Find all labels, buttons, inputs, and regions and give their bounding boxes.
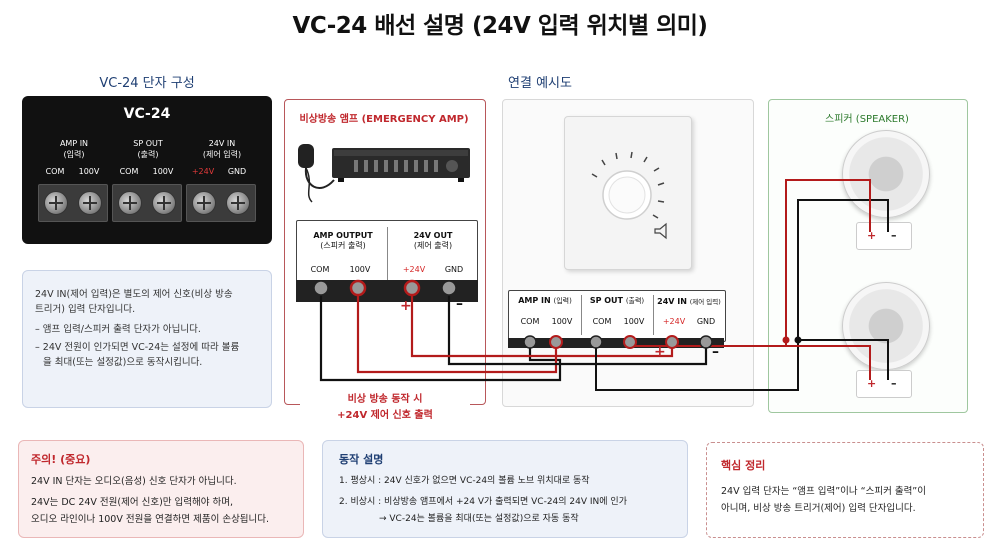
- caution-text: 24V IN 단자는 오디오(음성) 신호 단자가 아닙니다. 24V는 DC …: [31, 476, 270, 525]
- control-input-info-box: 24V IN(제어 입력)은 별도의 제어 신호(비상 방송 트리거) 입력 단…: [22, 270, 272, 408]
- speaker-2-plus: +: [867, 377, 877, 390]
- amp-in-com-label: COM: [45, 167, 65, 176]
- speaker-1-minus: –: [891, 229, 897, 242]
- speaker-2-terminal: + –: [856, 370, 912, 398]
- vc-plus24v-label: +24V: [662, 317, 686, 326]
- 24v-gnd-label: GND: [227, 167, 247, 176]
- speaker-icon: [842, 130, 930, 218]
- 24v-in-terminal-block: [186, 184, 256, 222]
- sp-out-label: SP OUT(출력): [133, 139, 163, 159]
- vc-gnd-label: GND: [696, 317, 716, 326]
- 24v-in-label: 24V IN(제어 입력): [202, 139, 242, 159]
- vc-24v-in-label: 24V IN (제어 입력): [657, 297, 721, 306]
- sp-out-100v-label: 100V: [152, 167, 174, 176]
- amp-in-terminal-block: [38, 184, 108, 222]
- key-summary-text: 24V 입력 단자는 “앰프 입력”이나 “스피커 출력”이 아니며, 비상 방…: [721, 486, 926, 514]
- screw-icon: [226, 191, 250, 215]
- vc24-terminal-panel: VC-24 AMP IN(입력) COM 100V SP OUT(출력) COM…: [22, 96, 272, 244]
- amp-plus-marker: +: [400, 298, 412, 314]
- amp-24v-out-label: 24V OUT(제어 출력): [413, 231, 453, 250]
- 24v-plus-label: +24V: [191, 167, 215, 176]
- amp-100v-label: 100V: [349, 265, 371, 274]
- vc-minus-marker: –: [712, 344, 719, 360]
- screw-icon: [44, 191, 68, 215]
- vc-sp-100v-label: 100V: [623, 317, 645, 326]
- operation-text: 1. 평상시 : 24V 신호가 없으면 VC-24의 볼륨 노브 위치대로 동…: [339, 476, 627, 524]
- amp-gnd-label: GND: [444, 265, 464, 274]
- speaker-icon: [842, 282, 930, 370]
- caution-box: 주의! (중요) 24V IN 단자는 오디오(음성) 신호 단자가 아닙니다.…: [18, 440, 304, 538]
- amp-terminal-strip: [296, 280, 478, 302]
- vc-sp-com-label: COM: [592, 317, 612, 326]
- divider: [387, 227, 388, 283]
- screw-icon: [118, 191, 142, 215]
- speaker-1-plus: +: [867, 229, 877, 242]
- key-summary-box: 핵심 정리 24V 입력 단자는 “앰프 입력”이나 “스피커 출력”이 아니며…: [706, 442, 984, 538]
- screw-icon: [192, 191, 216, 215]
- sp-out-terminal-block: [112, 184, 182, 222]
- sp-out-com-label: COM: [119, 167, 139, 176]
- connection-section-title: 연결 예시도: [508, 76, 572, 91]
- amp-plus24v-label: +24V: [402, 265, 426, 274]
- info-text: 24V IN(제어 입력)은 별도의 제어 신호(비상 방송 트리거) 입력 단…: [35, 289, 240, 368]
- speaker-2-minus: –: [891, 377, 897, 390]
- amp-title: 비상방송 앰프 (EMERGENCY AMP): [299, 114, 469, 125]
- emergency-caption: 비상 방송 동작 시 +24V 제어 신호 출력: [300, 392, 470, 424]
- caution-title: 주의! (중요): [31, 453, 91, 466]
- key-summary-title: 핵심 정리: [721, 459, 766, 472]
- panel-title: VC-24: [123, 106, 171, 122]
- operation-box: 동작 설명 1. 평상시 : 24V 신호가 없으면 VC-24의 볼륨 노브 …: [322, 440, 688, 538]
- amp-output-label: AMP OUTPUT(스피커 출력): [313, 231, 373, 250]
- volume-controller-plate: [564, 116, 692, 270]
- amp-in-label: AMP IN(입력): [59, 139, 89, 159]
- vc-amp-com-label: COM: [520, 317, 540, 326]
- vc-amp-100v-label: 100V: [551, 317, 573, 326]
- operation-title: 동작 설명: [339, 453, 384, 466]
- vc24-strip-base: [508, 338, 724, 348]
- terminal-section-title: VC-24 단자 구성: [99, 76, 195, 91]
- vc-sp-out-label: SP OUT (출력): [589, 296, 645, 305]
- vc24-terminal-strip: AMP IN (입력) SP OUT (출력) 24V IN (제어 입력) C…: [508, 290, 726, 342]
- vc-amp-in-label: AMP IN (입력): [518, 296, 572, 305]
- amp-minus-marker: –: [456, 296, 463, 312]
- speaker-title: 스피커 (SPEAKER): [825, 114, 909, 125]
- volume-knob-icon: [591, 151, 667, 240]
- amp-com-label: COM: [310, 265, 330, 274]
- screw-icon: [78, 191, 102, 215]
- amp-in-100v-label: 100V: [78, 167, 100, 176]
- speaker-1-terminal: + –: [856, 222, 912, 250]
- screw-icon: [152, 191, 176, 215]
- amp-device-icon: [298, 144, 470, 203]
- page-title: VC-24 배선 설명 (24V 입력 위치별 의미): [292, 13, 708, 39]
- vc-plus-marker: +: [654, 344, 666, 360]
